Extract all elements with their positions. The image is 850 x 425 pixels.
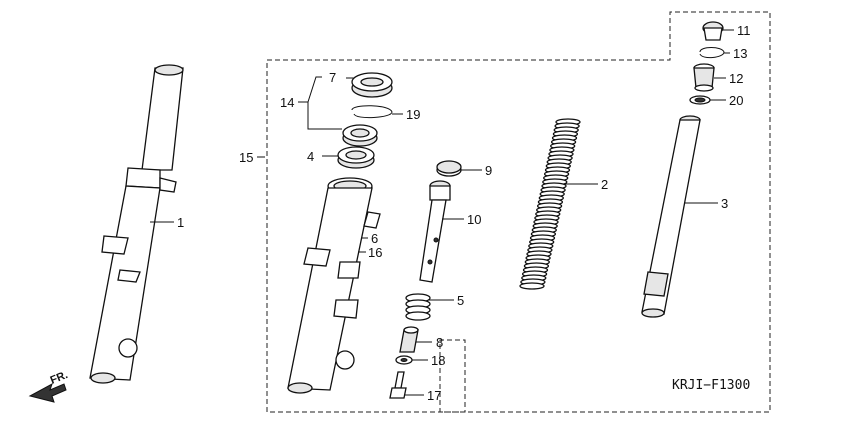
rebound-spring [405,293,431,321]
callout-12: 12 [729,71,743,86]
front-direction-arrow [28,382,67,403]
callout-9: 9 [485,163,492,178]
callout-labels: 1 2 3 4 5 6 7 8 9 10 11 12 13 14 15 16 1… [177,23,751,403]
callout-17: 17 [427,388,441,403]
fork-slider [287,177,381,394]
callout-14: 14 [280,95,294,110]
piston-ring [436,160,462,177]
oil-seal [351,72,393,98]
stopper-ring [351,105,393,119]
leader-lines [150,29,734,396]
assembly-boundary [266,11,771,413]
callout-8: 8 [436,335,443,350]
fork-spring [519,118,581,290]
callout-4: 4 [307,149,314,164]
circlip [699,47,725,59]
callout-10: 10 [467,212,481,227]
callout-1: 1 [177,215,184,230]
fork-piston [419,180,451,283]
callout-20: 20 [729,93,743,108]
callout-19: 19 [406,107,420,122]
diagram-code: KRJI−F1300 [672,378,750,393]
callout-15: 15 [239,150,253,165]
fork-assembly-complete [89,64,184,384]
o-ring [689,95,711,105]
callout-16: 16 [368,245,382,260]
spacer-collar [693,63,715,92]
callout-3: 3 [721,196,728,211]
callout-11: 11 [737,23,751,38]
callout-7: 7 [329,70,336,85]
callout-2: 2 [601,177,608,192]
callout-13: 13 [733,46,747,61]
spring-coil [519,282,545,290]
fork-bolt-cap [702,21,724,41]
sealing-washer [395,355,413,365]
callout-18: 18 [431,353,445,368]
seal-assembly [342,124,378,147]
callout-6: 6 [371,231,378,246]
fork-pipe [641,115,701,318]
oil-lock-piece [399,326,419,353]
front-marker-label: FR. [49,369,70,387]
socket-bolt [389,371,407,399]
dust-seal [337,146,375,169]
callout-5: 5 [457,293,464,308]
